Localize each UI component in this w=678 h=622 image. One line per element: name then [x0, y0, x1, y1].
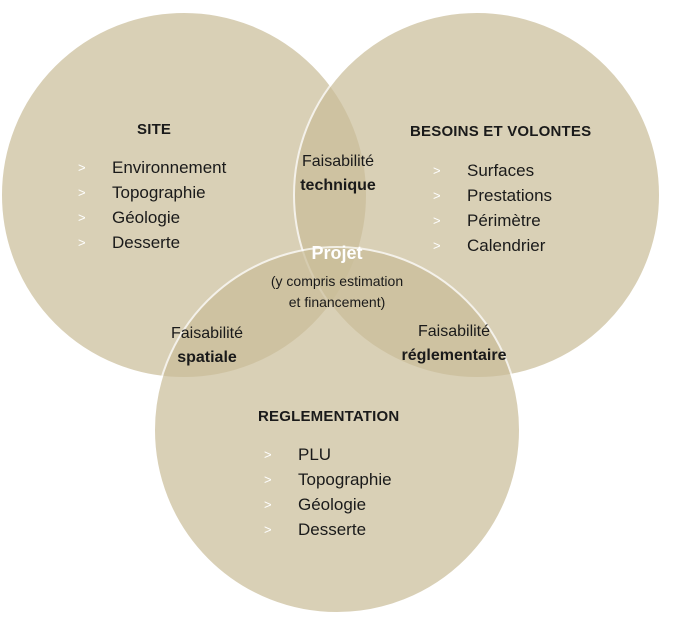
- reglementation-title: REGLEMENTATION: [258, 408, 400, 425]
- chevron-right-icon: >: [78, 185, 86, 200]
- chevron-right-icon: >: [78, 235, 86, 250]
- list-item: >Périmètre: [433, 208, 552, 233]
- center-subtitle: (y compris estimation et financement): [270, 273, 404, 310]
- intersection-reglementaire: Faisabilité réglementaire: [401, 323, 507, 364]
- chevron-right-icon: >: [433, 238, 441, 253]
- chevron-right-icon: >: [264, 472, 272, 487]
- besoins-list: >Surfaces >Prestations >Périmètre >Calen…: [433, 158, 552, 258]
- chevron-right-icon: >: [433, 213, 441, 228]
- list-item: >Desserte: [78, 230, 226, 255]
- site-title: SITE: [137, 121, 172, 138]
- list-item: >Géologie: [78, 205, 226, 230]
- circle-reglementation: [153, 246, 521, 614]
- list-item: >Surfaces: [433, 158, 552, 183]
- list-item: >Topographie: [78, 180, 226, 205]
- list-item: >Calendrier: [433, 233, 552, 258]
- intersection-technique: Faisabilité technique: [300, 153, 376, 194]
- intersection-spatiale: Faisabilité spatiale: [170, 325, 244, 366]
- list-item: >Desserte: [264, 517, 392, 542]
- list-item: >Topographie: [264, 467, 392, 492]
- site-list: >Environnement >Topographie >Géologie >D…: [78, 155, 226, 255]
- besoins-title: BESOINS ET VOLONTES: [410, 123, 592, 140]
- reglementation-list: >PLU >Topographie >Géologie >Desserte: [264, 442, 392, 542]
- chevron-right-icon: >: [264, 522, 272, 537]
- chevron-right-icon: >: [433, 188, 441, 203]
- chevron-right-icon: >: [433, 163, 441, 178]
- list-item: >Géologie: [264, 492, 392, 517]
- list-item: >Prestations: [433, 183, 552, 208]
- chevron-right-icon: >: [78, 160, 86, 175]
- list-item: >Environnement: [78, 155, 226, 180]
- chevron-right-icon: >: [264, 497, 272, 512]
- chevron-right-icon: >: [78, 210, 86, 225]
- list-item: >PLU: [264, 442, 392, 467]
- center-title: Projet: [311, 243, 363, 263]
- chevron-right-icon: >: [264, 447, 272, 462]
